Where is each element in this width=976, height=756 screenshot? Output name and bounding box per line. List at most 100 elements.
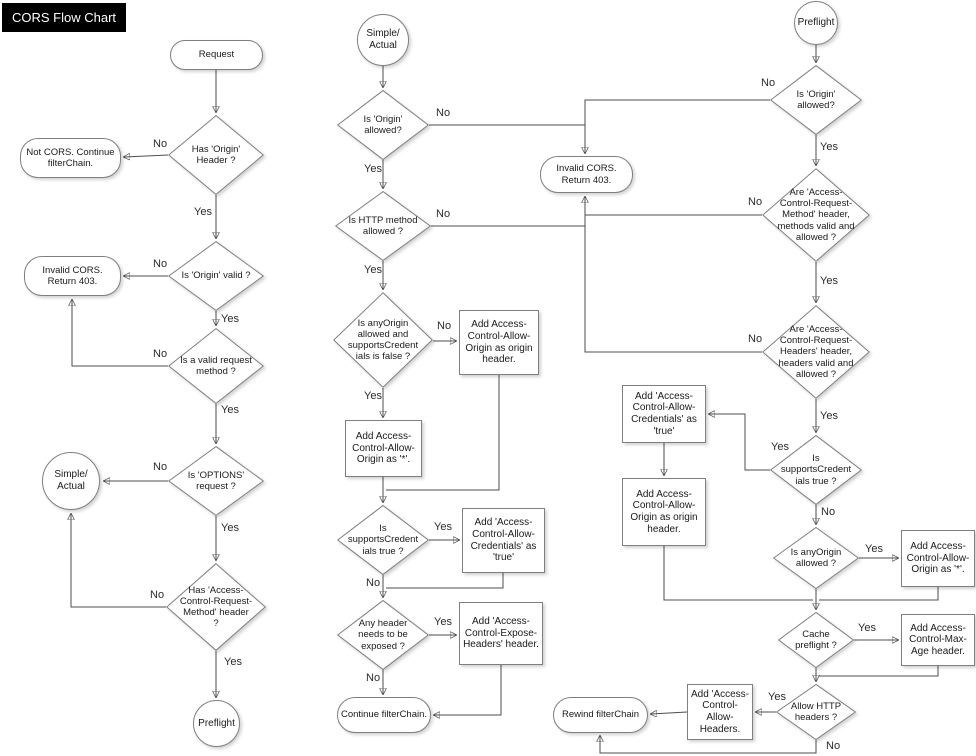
- process-add-origin-header-mid: Add Access- Control-Allow- Origin as ori…: [459, 310, 539, 375]
- edge-label-no: No: [153, 348, 168, 360]
- connector-preflight-left: Preflight: [193, 700, 240, 747]
- diamond-shape: [168, 115, 264, 195]
- decision-cache-preflight: Cache preflight ?: [778, 612, 854, 668]
- decision-origin-allowed-right-label: Is 'Origin' allowed?: [796, 88, 836, 111]
- process-add-star-right: Add Access- Control-Allow- Origin as '*'…: [901, 530, 975, 587]
- edge-label-yes: Yes: [364, 390, 382, 402]
- connector-preflight-top: Preflight: [794, 1, 838, 45]
- process-add-star-mid: Add Access- Control-Allow- Origin as '*'…: [345, 420, 422, 477]
- edge-label-no: No: [748, 196, 763, 208]
- process-add-allow-headers: Add 'Access- Control- Allow- Headers.: [687, 684, 753, 740]
- diamond-shape: [337, 505, 429, 575]
- node-invalid-cors-left: Invalid CORS. Return 403.: [24, 256, 121, 296]
- edge-label-yes: Yes: [434, 616, 452, 628]
- edge-label-no: No: [436, 107, 451, 119]
- connector-simple-actual-left-label: Simple/ Actual: [54, 469, 88, 492]
- process-add-maxage: Add Access- Control-Max- Age header.: [901, 614, 975, 666]
- decision-acrm-valid-label: Are 'Access- Control-Request- Method' he…: [777, 187, 855, 243]
- diamond-shape: [168, 446, 264, 516]
- edge-label-no: No: [366, 672, 381, 684]
- connector-preflight-left-label: Preflight: [198, 717, 235, 729]
- node-continue-filterchain: Continue filterChain.: [337, 697, 431, 733]
- decision-expose-headers-label: Any header needs to be exposed ?: [358, 618, 408, 652]
- edge-label-yes: Yes: [771, 441, 789, 453]
- node-invalid-cors-mid-label: Invalid CORS. Return 403.: [556, 163, 617, 186]
- process-add-maxage-label: Add Access- Control-Max- Age header.: [909, 622, 967, 657]
- node-invalid-cors-left-label: Invalid CORS. Return 403.: [42, 264, 103, 287]
- edge-label-no: No: [153, 461, 168, 473]
- process-add-star-mid-label: Add Access- Control-Allow- Origin as '*'…: [352, 431, 415, 466]
- decision-has-origin-header-label: Has 'Origin' Header ?: [191, 143, 241, 166]
- diamond-shape: [337, 90, 429, 160]
- diamond-shape: [166, 563, 266, 651]
- edge-label-yes: Yes: [221, 522, 239, 534]
- process-add-expose-headers: Add 'Access- Control-Expose- Headers' he…: [459, 602, 543, 665]
- process-add-allow-headers-label: Add 'Access- Control- Allow- Headers.: [690, 688, 750, 735]
- edge-label-no: No: [821, 506, 836, 518]
- edge-label-yes: Yes: [768, 691, 786, 703]
- node-invalid-cors-mid: Invalid CORS. Return 403.: [540, 156, 633, 193]
- decision-anyorigin-credfalse: Is anyOrigin allowed and supportsCredent…: [333, 292, 433, 388]
- decision-origin-allowed-mid: Is 'Origin' allowed?: [337, 90, 429, 160]
- diamond-shape: [773, 527, 859, 589]
- node-rewind-filterchain-label: Rewind filterChain: [561, 709, 640, 721]
- process-add-origin-header-right-label: Add Access- Control-Allow- Origin as ori…: [630, 488, 698, 535]
- edge-label-yes: Yes: [820, 410, 838, 422]
- process-add-credentials-right: Add 'Access- Control-Allow- Credentials'…: [622, 385, 706, 443]
- node-not-cors: Not CORS. Continue filterChain.: [20, 138, 121, 178]
- edge-label-yes: Yes: [221, 313, 239, 325]
- edge-label-no: No: [366, 577, 381, 589]
- process-add-star-right-label: Add Access- Control-Allow- Origin as '*'…: [906, 541, 970, 576]
- edge-label-yes: Yes: [820, 141, 838, 153]
- decision-acrh-valid-label: Are 'Access- Control-Request- Headers' h…: [778, 324, 854, 380]
- diamond-shape: [778, 612, 854, 668]
- decision-origin-valid: Is 'Origin' valid ?: [168, 241, 264, 311]
- diamond-shape: [337, 600, 429, 670]
- decision-has-acrm-header-label: Has 'Access- Control-Request- Method' he…: [179, 584, 253, 630]
- decision-expose-headers: Any header needs to be exposed ?: [337, 600, 429, 670]
- node-request-label: Request: [198, 49, 235, 61]
- edge-label-no: No: [150, 589, 165, 601]
- edge-label-yes: Yes: [364, 264, 382, 276]
- diamond-shape: [335, 191, 431, 261]
- edge-label-yes: Yes: [434, 521, 452, 533]
- edge-label-no: No: [436, 208, 451, 220]
- process-add-credentials-mid: Add 'Access- Control-Allow- Credentials'…: [462, 508, 545, 573]
- edge-label-no: No: [826, 740, 841, 752]
- decision-has-acrm-header: Has 'Access- Control-Request- Method' he…: [166, 563, 266, 651]
- diamond-shape: [168, 241, 264, 311]
- decision-acrm-valid: Are 'Access- Control-Request- Method' he…: [762, 168, 870, 262]
- connector-simple-actual-mid: Simple/ Actual: [357, 14, 409, 66]
- decision-acrh-valid: Are 'Access- Control-Request- Headers' h…: [762, 305, 870, 399]
- chart-title: CORS Flow Chart: [2, 3, 127, 32]
- decision-anyorigin-right-label: Is anyOrigin allowed ?: [790, 546, 842, 569]
- diamond-shape: [762, 168, 870, 262]
- decision-options-request-label: Is 'OPTIONS' request ?: [187, 469, 245, 492]
- decision-supports-cred-mid: Is supportsCredent ials true ?: [337, 505, 429, 575]
- edge-label-yes: Yes: [221, 404, 239, 416]
- node-continue-filterchain-label: Continue filterChain.: [340, 709, 428, 721]
- diamond-shape: [333, 292, 433, 388]
- process-add-credentials-right-label: Add 'Access- Control-Allow- Credentials'…: [631, 390, 697, 437]
- node-request: Request: [170, 40, 263, 70]
- node-rewind-filterchain: Rewind filterChain: [553, 697, 648, 733]
- edge-label-no: No: [748, 333, 763, 345]
- decision-allow-http-headers-label: Allow HTTP headers ?: [790, 700, 842, 723]
- decision-options-request: Is 'OPTIONS' request ?: [168, 446, 264, 516]
- decision-valid-method: Is a valid request method ?: [168, 328, 264, 404]
- edge-label-no: No: [153, 258, 168, 270]
- decision-supports-cred-right: Is supportsCredent ials true ?: [770, 435, 862, 505]
- process-add-expose-headers-label: Add 'Access- Control-Expose- Headers' he…: [463, 616, 539, 651]
- process-add-credentials-mid-label: Add 'Access- Control-Allow- Credentials'…: [470, 517, 537, 564]
- edge-label-yes: Yes: [820, 275, 838, 287]
- decision-http-method-allowed-label: Is HTTP method allowed ?: [348, 214, 418, 237]
- diamond-shape: [770, 435, 862, 505]
- decision-origin-valid-label: Is 'Origin' valid ?: [181, 270, 251, 282]
- diamond-shape: [770, 65, 862, 135]
- decision-cache-preflight-label: Cache preflight ?: [795, 628, 837, 651]
- decision-origin-allowed-right: Is 'Origin' allowed?: [770, 65, 862, 135]
- diamond-shape: [168, 328, 264, 404]
- decision-supports-cred-mid-label: Is supportsCredent ials true ?: [347, 523, 419, 557]
